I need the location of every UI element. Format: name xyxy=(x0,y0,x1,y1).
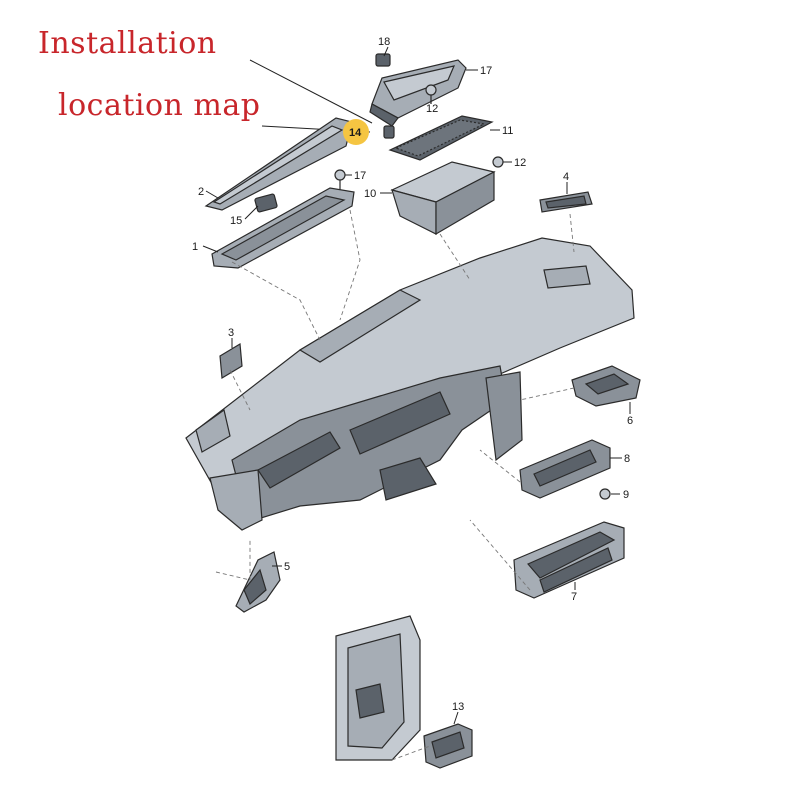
part-3-vent xyxy=(219,342,243,380)
guide-lines xyxy=(215,209,575,761)
part-11-grille xyxy=(388,115,494,161)
title-installation: Installation xyxy=(38,26,217,61)
part-7-center-vent xyxy=(513,521,625,599)
part-10-duct xyxy=(390,161,496,236)
callout-18: 18 xyxy=(378,36,390,48)
callout-16: 17 xyxy=(354,170,366,182)
callout-leaders xyxy=(202,46,631,725)
callout-7: 7 xyxy=(571,591,577,603)
part-8-vent xyxy=(519,439,611,499)
callout-numbers: 18 17 12 14 11 12 10 17 2 15 1 4 3 6 8 9… xyxy=(192,36,633,713)
callout-11: 11 xyxy=(502,125,513,137)
part-16-screw xyxy=(334,169,346,190)
part-18-clip xyxy=(375,53,391,67)
callout-3: 3 xyxy=(228,327,234,339)
part-13-highlight xyxy=(343,119,369,145)
part-13-clip xyxy=(343,119,395,145)
part-4-vent xyxy=(539,191,593,213)
callout-9: 9 xyxy=(623,489,629,501)
part-6-vent xyxy=(571,365,641,407)
callout-2: 2 xyxy=(198,186,204,198)
dashboard-assembly xyxy=(185,237,635,531)
callout-8: 8 xyxy=(624,453,630,465)
title-location-map: location map xyxy=(58,88,261,123)
callout-12-right: 12 xyxy=(514,157,526,169)
part-15-switch xyxy=(254,193,278,213)
callout-15: 15 xyxy=(230,215,242,227)
detail-lower-panel xyxy=(335,615,421,761)
part-14-switch-block xyxy=(423,723,473,769)
callout-5: 5 xyxy=(284,561,290,573)
title-pointer-line-1 xyxy=(249,59,373,124)
callout-14: 13 xyxy=(452,701,464,713)
callout-1: 1 xyxy=(192,241,198,253)
callout-12-upper: 12 xyxy=(426,103,438,115)
part-17-bracket xyxy=(369,59,467,127)
part-12-screw-upper xyxy=(425,84,437,104)
callout-10: 10 xyxy=(364,188,376,200)
callout-17: 17 xyxy=(480,65,492,77)
part-5-side-cover xyxy=(235,551,281,613)
callout-6: 6 xyxy=(627,415,633,427)
callout-13: 14 xyxy=(349,127,362,139)
part-12-screw-right xyxy=(492,156,504,168)
callout-4: 4 xyxy=(563,171,569,183)
part-1-lower-trim xyxy=(211,187,355,269)
part-9-nut xyxy=(599,488,611,500)
